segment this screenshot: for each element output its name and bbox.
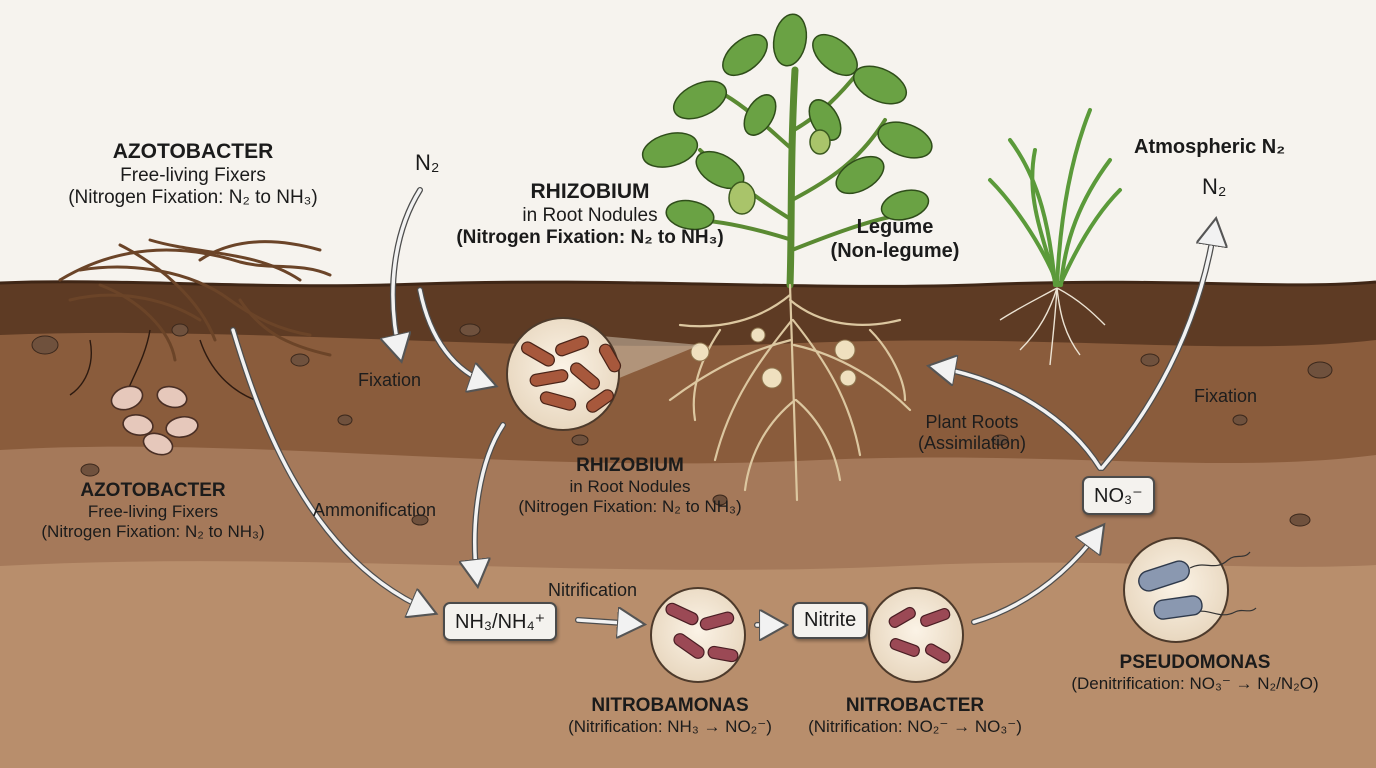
rhizobium-soil-title: RHIZOBIUM	[576, 455, 684, 476]
nitrosomonas-line1: (Nitrification: NH₃ → NO₂⁻)	[568, 717, 772, 737]
legume-line1: Legume	[856, 216, 934, 238]
ammonia-box: NH₃/NH₄⁺	[443, 602, 558, 641]
pseudomonas-label: PSEUDOMONAS (Denitrification: NO₃⁻ → N₂/…	[1045, 652, 1345, 694]
rhizobium-top-line2: (Nitrogen Fixation: N₂ to NH₃)	[456, 227, 724, 249]
azotobacter-soil-label: AZOTOBACTER Free-living Fixers (Nitrogen…	[8, 480, 298, 543]
rhizobium-top-label: RHIZOBIUM in Root Nodules (Nitrogen Fixa…	[425, 180, 755, 250]
azotobacter-soil-line2: (Nitrogen Fixation: N₂ to NH₃)	[41, 522, 265, 542]
atmospheric-n2-symbol: N₂	[1202, 174, 1227, 199]
rhizobium-cell	[506, 317, 700, 431]
fixation-right-label: Fixation	[1194, 386, 1258, 406]
legume-line2: (Non-legume)	[830, 239, 960, 262]
nitrosomonas-cell	[650, 587, 746, 683]
nitrosomonas-label: NITROBAMONAS (Nitrification: NH₃ → NO₂⁻)	[545, 695, 795, 737]
azotobacter-top-label: AZOTOBACTER Free-living Fixers (Nitrogen…	[38, 140, 348, 210]
atmospheric-n2-title: Atmospheric N₂	[1134, 136, 1286, 158]
pseudomonas-cell	[1123, 537, 1257, 643]
nitrobacter-cell	[868, 587, 964, 683]
legume-label: Legume (Non-legume)	[815, 216, 975, 263]
fixation-left-label: Fixation	[358, 370, 422, 390]
soil-top	[0, 281, 1376, 347]
nitrosomonas-title: NITROBAMONAS	[591, 695, 749, 716]
soil-sub	[0, 441, 1376, 570]
rhizobium-soil-line1: in Root Nodules	[569, 477, 691, 497]
grass-roots	[999, 287, 1106, 366]
azotobacter-top-title: AZOTOBACTER	[112, 140, 274, 163]
cycle-arrows	[230, 187, 1215, 625]
rhizobium-soil-label: RHIZOBIUM in Root Nodules (Nitrogen Fixa…	[485, 455, 775, 518]
nitrobacter-line1: (Nitrification: NO₂⁻ → NO₃⁻)	[808, 717, 1022, 737]
azotobacter-soil-title: AZOTOBACTER	[80, 480, 226, 501]
azotobacter-top-line2: (Nitrogen Fixation: N₂ to NH₃)	[68, 187, 318, 209]
plant-roots-line1: Plant Roots	[925, 412, 1019, 432]
azotobacter-top-line1: Free-living Fixers	[120, 164, 266, 186]
nitrobacter-label: NITROBACTER (Nitrification: NO₂⁻ → NO₃⁻)	[790, 695, 1040, 737]
plant-roots-line2: (Assimilation)	[918, 432, 1027, 453]
azotobacter-cells	[110, 385, 199, 456]
rhizobium-soil-line2: (Nitrogen Fixation: N₂ to NH₃)	[518, 497, 742, 517]
soil-mid	[0, 327, 1376, 464]
legume-plant	[641, 13, 933, 502]
organic-debris	[58, 238, 332, 362]
grass-plant	[988, 108, 1122, 287]
nitrobacter-title: NITROBACTER	[845, 695, 985, 716]
pseudomonas-title: PSEUDOMONAS	[1119, 652, 1271, 673]
plant-roots-label: Plant Roots (Assimilation)	[918, 412, 1026, 453]
azotobacter-soil-line1: Free-living Fixers	[87, 502, 219, 522]
rhizobium-top-line1: in Root Nodules	[522, 204, 658, 226]
rhizobium-top-title: RHIZOBIUM	[530, 180, 650, 203]
n2-left-label: N₂	[415, 150, 440, 175]
nitrite-box: Nitrite	[792, 602, 869, 639]
nitrate-box: NO₃⁻	[1082, 476, 1155, 515]
pseudomonas-line1: (Denitrification: NO₃⁻ → N₂/N₂O)	[1071, 674, 1319, 694]
nitrification-label: Nitrification	[548, 580, 638, 600]
ammonification-label: Ammonification	[313, 500, 437, 520]
soil-pebbles	[31, 323, 1333, 527]
